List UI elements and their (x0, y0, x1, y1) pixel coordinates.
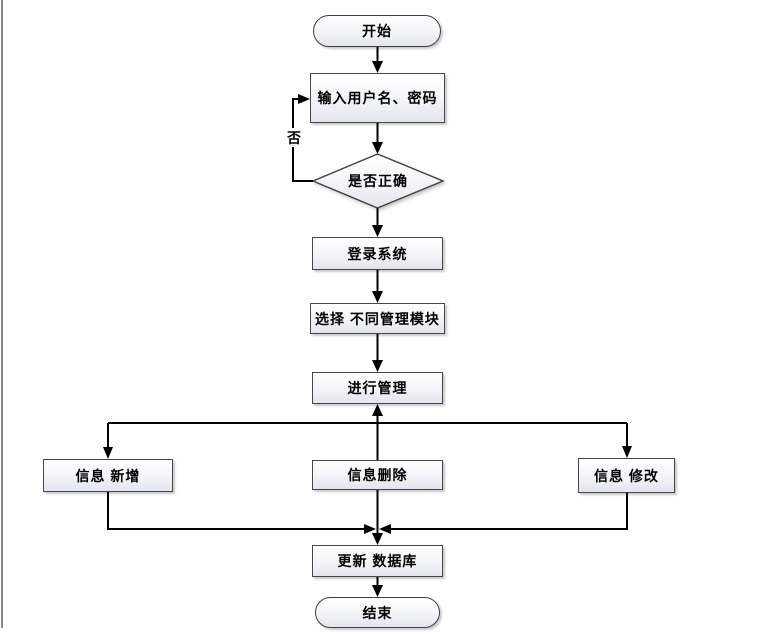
node-info-modify: 信息 修改 (578, 458, 675, 493)
node-login-system: 登录系统 (312, 237, 443, 270)
arrowhead-down-manage (372, 360, 383, 372)
node-start: 开始 (313, 15, 441, 47)
node-end: 结束 (315, 597, 440, 628)
edge-add-to-junction (107, 492, 364, 530)
node-info-add-label: 信息 新增 (75, 467, 141, 484)
node-info-delete: 信息删除 (312, 460, 443, 490)
arrowhead-down-modify (622, 446, 632, 458)
arrowhead-right-input (298, 94, 310, 104)
arrowhead-down-update (372, 533, 383, 545)
page-left-rule (1, 0, 3, 628)
node-perform-management: 进行管理 (312, 372, 443, 404)
arrowhead-down-select (372, 291, 383, 303)
node-select-module-label: 选择 不同管理模块 (315, 310, 440, 327)
arrowhead-down-decision (372, 142, 383, 154)
node-login-system-label: 登录系统 (347, 245, 408, 262)
node-decision-correct-label: 是否正确 (348, 173, 408, 189)
arrowhead-down-input (372, 61, 383, 73)
node-update-database: 更新 数据库 (312, 545, 443, 577)
node-perform-management-label: 进行管理 (347, 380, 408, 396)
node-info-modify-label: 信息 修改 (594, 467, 659, 484)
node-info-delete-label: 信息删除 (347, 467, 408, 483)
node-start-label: 开始 (362, 23, 392, 39)
edge-label-no-text: 否 (287, 129, 301, 146)
node-info-add: 信息 新增 (43, 459, 173, 492)
edge-modify-to-junction (391, 493, 628, 530)
arrowhead-up-manage (372, 404, 383, 416)
node-input-credentials-label: 输入用户名、密码 (317, 90, 438, 106)
arrowhead-right-junction (364, 524, 376, 534)
arrowhead-down-login (372, 225, 383, 237)
node-decision-correct: 是否正确 (313, 154, 443, 208)
edge-label-no: 否 (283, 128, 305, 147)
node-update-database-label: 更新 数据库 (337, 553, 418, 569)
node-select-module: 选择 不同管理模块 (310, 303, 445, 334)
arrowhead-down-end (372, 585, 383, 597)
node-end-label: 结束 (362, 604, 393, 621)
arrowhead-left-junction (379, 524, 391, 534)
node-input-credentials: 输入用户名、密码 (310, 73, 445, 123)
arrowhead-down-add (103, 447, 113, 459)
